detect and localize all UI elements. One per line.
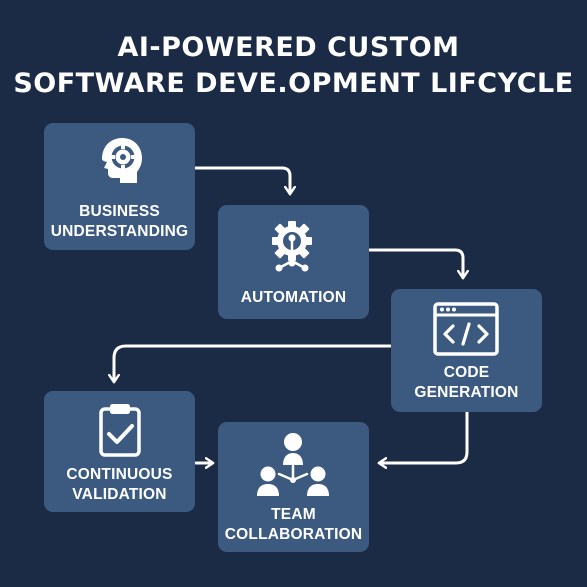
- team-network-icon: [257, 433, 329, 496]
- title-line-1: AI-POWERED CUSTOM: [117, 32, 460, 63]
- clipboard-check-icon: [99, 404, 141, 457]
- step-continuous-validation: CONTINUOUS VALIDATION: [44, 391, 195, 512]
- code-window-icon: [433, 302, 499, 356]
- step-label: CODE GENERATION: [414, 364, 519, 401]
- arrow-automation-to-code: [368, 248, 469, 280]
- step-label: TEAM COLLABORATION: [224, 506, 363, 543]
- step-automation: AUTOMATION: [218, 205, 369, 319]
- step-code-generation: CODE GENERATION: [391, 289, 542, 412]
- diagram-title: AI-POWERED CUSTOM SOFTWARE DEVE.OPMENT L…: [0, 30, 587, 102]
- head-gear-icon: [102, 138, 142, 183]
- step-label: CONTINUOUS VALIDATION: [66, 466, 173, 503]
- step-label: BUSINESS UNDERSTANDING: [50, 203, 189, 240]
- step-business-understanding: BUSINESS UNDERSTANDING: [44, 123, 195, 250]
- title-line-2: SOFTWARE DEVE.OPMENT LIFCYCLE: [13, 68, 574, 99]
- arrow-code-to-validation: [108, 344, 392, 384]
- arrow-code-to-collaboration: [377, 410, 469, 469]
- step-team-collaboration: TEAM COLLABORATION: [218, 422, 369, 552]
- step-label: AUTOMATION: [240, 289, 347, 306]
- gear-network-icon: [272, 221, 312, 272]
- arrow-business-to-automation: [194, 166, 296, 196]
